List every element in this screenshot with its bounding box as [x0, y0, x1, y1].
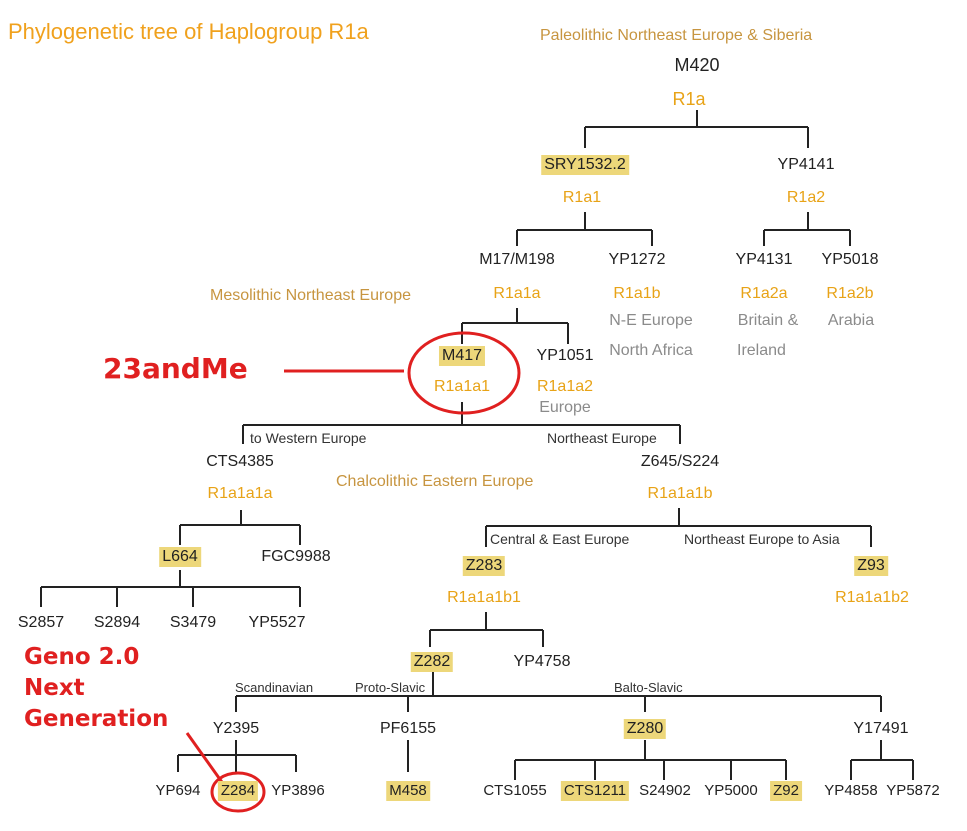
edge-l664: [40, 570, 301, 607]
edge-r1a1a1a: [179, 510, 301, 545]
haplogroup-r1a1a1a: R1a1a1a: [207, 485, 273, 502]
annotation-marks: [185, 331, 521, 813]
node-z283: Z283: [462, 556, 506, 576]
edge-r1a: [584, 110, 809, 148]
edge-z282: [235, 672, 882, 712]
edge-r1a1a1b1: [429, 612, 544, 647]
edge-y17491: [850, 740, 914, 780]
node-yp4141: YP4141: [777, 156, 835, 173]
node-yp1272: YP1272: [608, 251, 666, 268]
node-s3479: S3479: [169, 614, 217, 631]
annotation-geno-line3: Generation: [24, 706, 169, 732]
node-z282: Z282: [410, 652, 454, 672]
node-cts1211: CTS1211: [560, 781, 630, 801]
branch-northeast-europe: Northeast Europe: [547, 430, 657, 446]
branch-western-europe: to Western Europe: [250, 430, 367, 446]
node-s2857: S2857: [17, 614, 65, 631]
node-z284: Z284: [217, 781, 259, 801]
haplogroup-r1a1a1b: R1a1a1b: [647, 485, 713, 502]
node-yp4758: YP4758: [513, 653, 571, 670]
branch-balto-slavic: Balto-Slavic: [614, 680, 683, 695]
node-y17491: Y17491: [853, 720, 909, 737]
haplogroup-r1a: R1a: [672, 89, 706, 109]
haplogroup-r1a1a1b1: R1a1a1b1: [447, 589, 521, 606]
annotation-m417-circle: [407, 331, 521, 415]
node-cts1055: CTS1055: [483, 782, 547, 799]
node-z645: Z645/S224: [640, 453, 720, 470]
branch-scandinavian: Scandinavian: [235, 680, 314, 695]
node-s24902: S24902: [639, 782, 691, 799]
edge-z280: [514, 740, 787, 780]
edge-y2395: [177, 740, 297, 772]
node-pf6155: PF6155: [379, 720, 437, 737]
node-yp5018: YP5018: [821, 251, 879, 268]
node-yp3896: YP3896: [271, 782, 325, 799]
node-fgc9988: FGC9988: [261, 548, 331, 565]
geo-r1a2a-2: Ireland: [737, 342, 786, 359]
branch-central-east-europe: Central & East Europe: [490, 531, 630, 547]
node-yp4858: YP4858: [824, 782, 878, 799]
node-z280: Z280: [623, 719, 667, 739]
haplogroup-r1a1a: R1a1a: [493, 285, 541, 302]
node-cts4385: CTS4385: [206, 453, 274, 470]
edge-r1a1: [516, 212, 653, 246]
haplogroup-r1a2b: R1a2b: [826, 285, 874, 302]
node-m458: M458: [386, 781, 430, 801]
haplogroup-r1a1: R1a1: [562, 189, 602, 206]
geo-r1a2b: Arabia: [827, 312, 875, 329]
haplogroup-r1a2: R1a2: [786, 189, 826, 206]
period-mesolithic: Mesolithic Northeast Europe: [210, 287, 411, 304]
node-m17: M17/M198: [479, 251, 555, 268]
annotation-geno-line2: Next: [24, 675, 85, 701]
node-yp1051: YP1051: [536, 347, 594, 364]
haplogroup-r1a1b: R1a1b: [613, 285, 661, 302]
annotation-23andme: 23andMe: [103, 352, 248, 385]
haplogroup-r1a1a1: R1a1a1: [433, 378, 491, 395]
node-z92: Z92: [770, 781, 802, 801]
period-paleolithic: Paleolithic Northeast Europe & Siberia: [540, 27, 813, 44]
node-yp694: YP694: [155, 782, 201, 799]
node-y2395: Y2395: [212, 720, 260, 737]
geo-r1a1a2: Europe: [539, 399, 591, 416]
geo-r1a1b-1: N-E Europe: [609, 312, 693, 329]
geo-r1a2a-1: Britain &: [737, 312, 799, 329]
branch-northeast-europe-asia: Northeast Europe to Asia: [684, 531, 840, 547]
edge-r1a1a1b: [485, 508, 872, 547]
node-yp4131: YP4131: [735, 251, 793, 268]
node-sry1532: SRY1532.2: [541, 155, 629, 175]
haplogroup-r1a1a1b2: R1a1a1b2: [835, 589, 909, 606]
haplogroup-r1a1a2: R1a1a2: [536, 378, 594, 395]
node-yp5872: YP5872: [886, 782, 940, 799]
node-yp5000: YP5000: [704, 782, 758, 799]
node-s2894: S2894: [93, 614, 141, 631]
geo-r1a1b-2: North Africa: [609, 342, 693, 359]
node-l664: L664: [159, 547, 201, 567]
page-title: Phylogenetic tree of Haplogroup R1a: [8, 19, 369, 44]
haplogroup-r1a2a: R1a2a: [740, 285, 788, 302]
annotation-geno-line: [185, 732, 226, 786]
annotation-geno-line1: Geno 2.0: [24, 644, 140, 670]
node-m417: M417: [438, 346, 486, 366]
node-m420: M420: [674, 55, 720, 75]
edge-r1a1a: [461, 308, 569, 344]
edge-r1a2: [763, 212, 851, 246]
node-z93: Z93: [854, 556, 888, 576]
branch-proto-slavic: Proto-Slavic: [355, 680, 426, 695]
period-chalcolithic: Chalcolithic Eastern Europe: [336, 473, 534, 490]
annotation-z284-circle: [210, 771, 266, 813]
node-yp5527: YP5527: [248, 614, 306, 631]
